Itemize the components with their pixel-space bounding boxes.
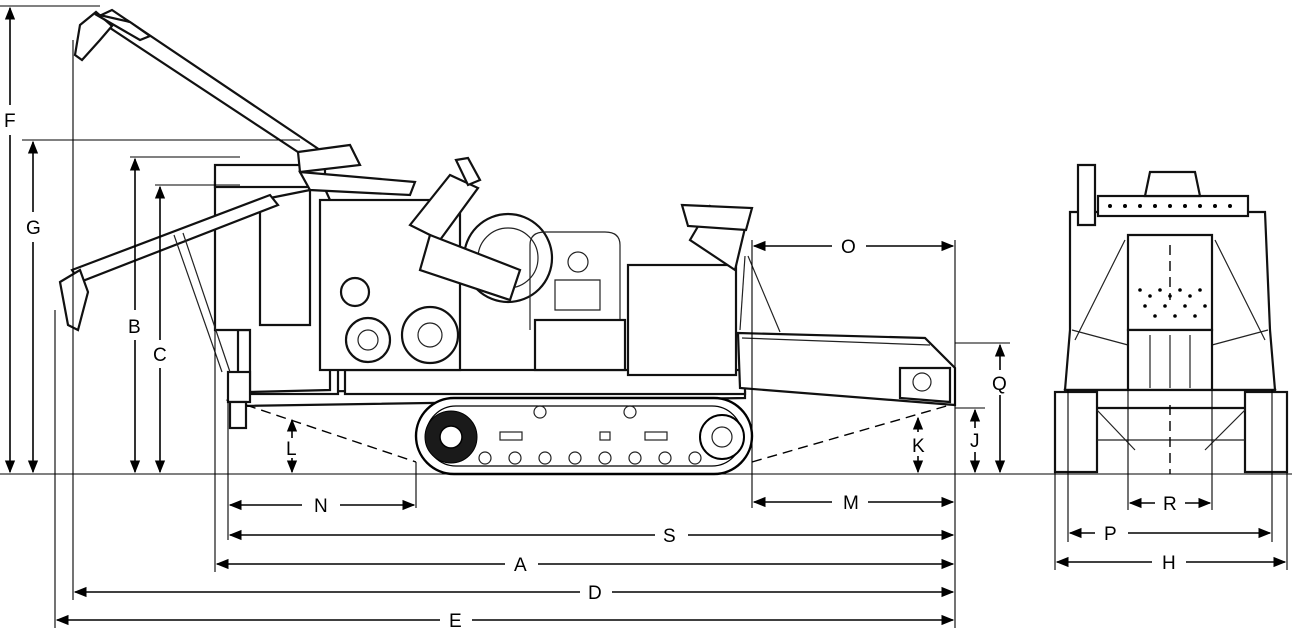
label-B: B <box>128 317 141 338</box>
label-R: R <box>1163 494 1177 515</box>
label-N: N <box>314 496 328 517</box>
label-K: K <box>912 436 925 457</box>
label-J: J <box>970 431 980 452</box>
label-O: O <box>841 237 856 258</box>
departure-line <box>751 404 951 463</box>
label-F: F <box>4 111 16 132</box>
label-C: C <box>153 345 167 366</box>
label-P: P <box>1104 524 1117 545</box>
approach-line <box>245 404 417 463</box>
extension-lines <box>0 5 1288 628</box>
label-S: S <box>663 526 676 547</box>
label-Q: Q <box>992 374 1007 395</box>
dimension-lines <box>4 6 1287 626</box>
machine-side-view <box>58 8 957 476</box>
machine-front-view <box>1053 163 1289 474</box>
label-M: M <box>843 493 859 514</box>
label-A: A <box>514 555 527 576</box>
label-G: G <box>26 218 41 239</box>
label-L: L <box>286 439 297 460</box>
label-E: E <box>449 611 462 628</box>
label-D: D <box>588 583 602 604</box>
dimension-labels: F G B C L K J Q O N M S A D E R P H <box>4 111 1177 632</box>
label-H: H <box>1162 553 1176 574</box>
